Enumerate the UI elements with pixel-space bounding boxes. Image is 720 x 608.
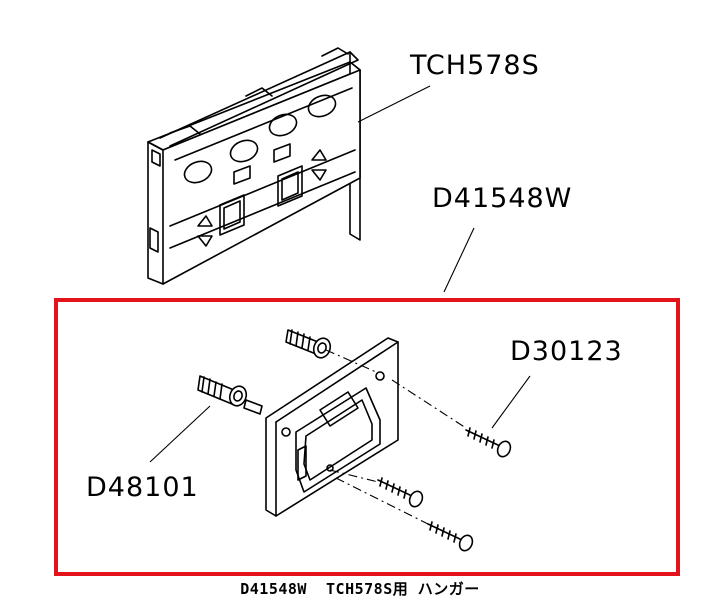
anchor-leader	[149, 405, 211, 463]
diagram-caption: D41548W TCH578S用 ハンガー	[240, 580, 480, 598]
screw-2	[377, 477, 424, 508]
remote-leader	[357, 85, 431, 123]
wall-anchor-upper	[285, 329, 332, 359]
remote-control-drawing	[147, 47, 361, 285]
screw-1	[465, 427, 512, 458]
anchor-label: D48101	[86, 472, 199, 503]
screw-label: D30123	[510, 336, 623, 367]
hanger-bracket-drawing	[265, 337, 399, 517]
hanger-set-label: D41548W	[432, 183, 572, 214]
highlight-frame	[54, 298, 680, 576]
wall-anchor-lower	[197, 375, 263, 415]
screw-leader	[491, 375, 531, 429]
hanger-set-leader	[443, 227, 475, 293]
screw-3	[427, 521, 474, 552]
assembly-guide-lines	[325, 349, 467, 525]
remote-label: TCH578S	[409, 50, 540, 81]
